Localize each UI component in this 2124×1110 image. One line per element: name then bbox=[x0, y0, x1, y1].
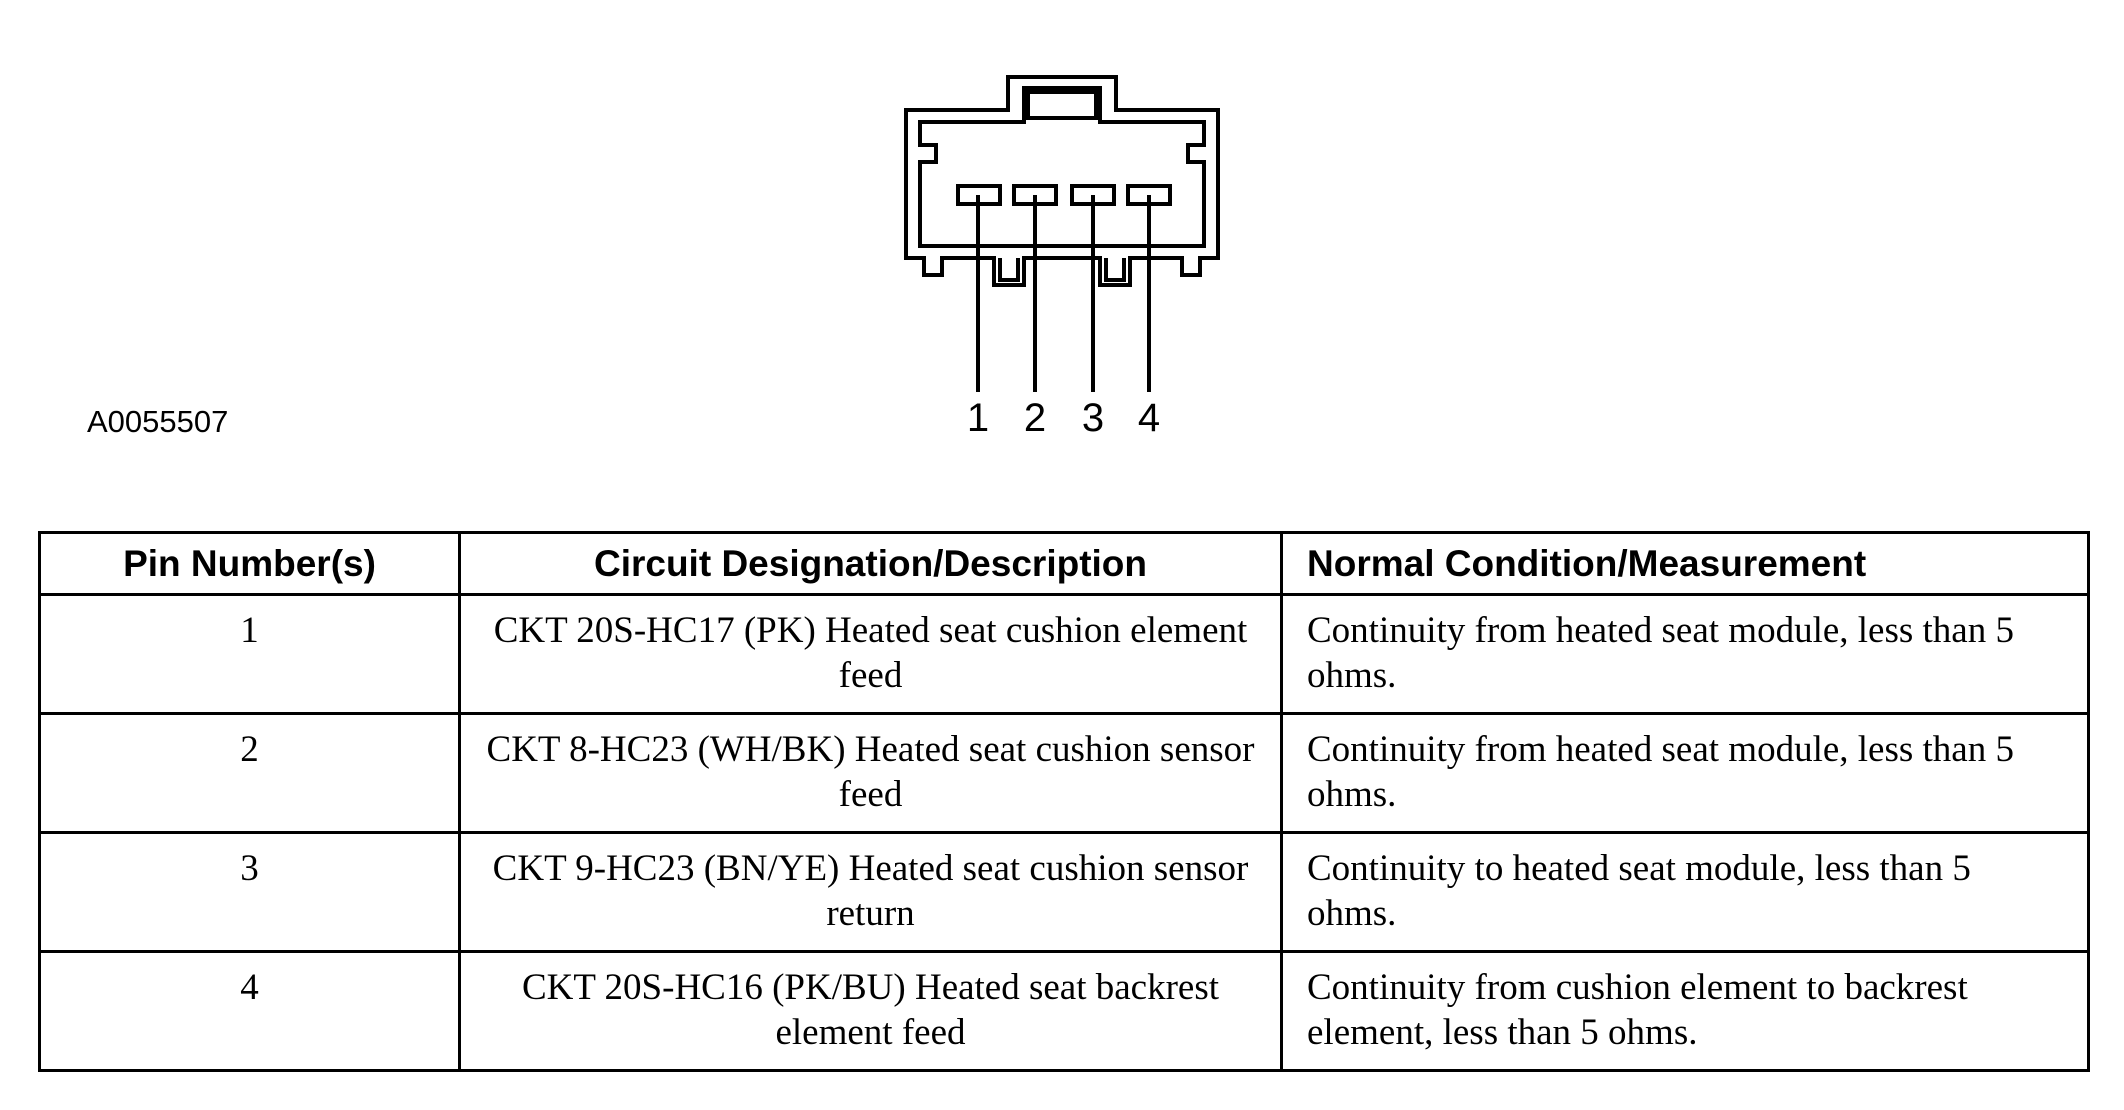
table-row: 1 CKT 20S-HC17 (PK) Heated seat cushion … bbox=[38, 593, 2090, 715]
pin-cell: 4 bbox=[38, 950, 461, 1072]
condition-cell: Continuity to heated seat module, less t… bbox=[1280, 831, 2090, 953]
connector-outer-housing bbox=[904, 75, 1220, 287]
pin-label-4: 4 bbox=[1137, 396, 1161, 440]
connector-tab-right bbox=[1104, 258, 1126, 282]
pin-cell: 3 bbox=[38, 831, 461, 953]
table-header-row: Pin Number(s) Circuit Designation/Descri… bbox=[38, 531, 2090, 596]
connector-tab-left bbox=[998, 258, 1020, 282]
figure-id: A0055507 bbox=[87, 404, 229, 439]
table-row: 3 CKT 9-HC23 (BN/YE) Heated seat cushion… bbox=[38, 831, 2090, 953]
condition-cell: Continuity from heated seat module, less… bbox=[1280, 712, 2090, 834]
pin-cell: 1 bbox=[38, 593, 461, 715]
circuit-cell: CKT 20S-HC16 (PK/BU) Heated seat backres… bbox=[458, 950, 1283, 1072]
table-row: 4 CKT 20S-HC16 (PK/BU) Heated seat backr… bbox=[38, 950, 2090, 1072]
condition-cell: Continuity from heated seat module, less… bbox=[1280, 593, 2090, 715]
pin-table: Pin Number(s) Circuit Designation/Descri… bbox=[38, 531, 2090, 1072]
circuit-cell: CKT 20S-HC17 (PK) Heated seat cushion el… bbox=[458, 593, 1283, 715]
header-normal-condition: Normal Condition/Measurement bbox=[1280, 531, 2090, 596]
connector-inner-housing bbox=[918, 86, 1206, 248]
connector-latch bbox=[1026, 90, 1098, 120]
header-pin-number: Pin Number(s) bbox=[38, 531, 461, 596]
pin-label-1: 1 bbox=[966, 396, 990, 440]
condition-cell: Continuity from cushion element to backr… bbox=[1280, 950, 2090, 1072]
circuit-cell: CKT 9-HC23 (BN/YE) Heated seat cushion s… bbox=[458, 831, 1283, 953]
header-circuit-designation: Circuit Designation/Description bbox=[458, 531, 1283, 596]
table-row: 2 CKT 8-HC23 (WH/BK) Heated seat cushion… bbox=[38, 712, 2090, 834]
pin-cell: 2 bbox=[38, 712, 461, 834]
connector-diagram bbox=[904, 75, 1220, 392]
pin-label-2: 2 bbox=[1023, 396, 1047, 440]
pin-label-3: 3 bbox=[1081, 396, 1105, 440]
circuit-cell: CKT 8-HC23 (WH/BK) Heated seat cushion s… bbox=[458, 712, 1283, 834]
